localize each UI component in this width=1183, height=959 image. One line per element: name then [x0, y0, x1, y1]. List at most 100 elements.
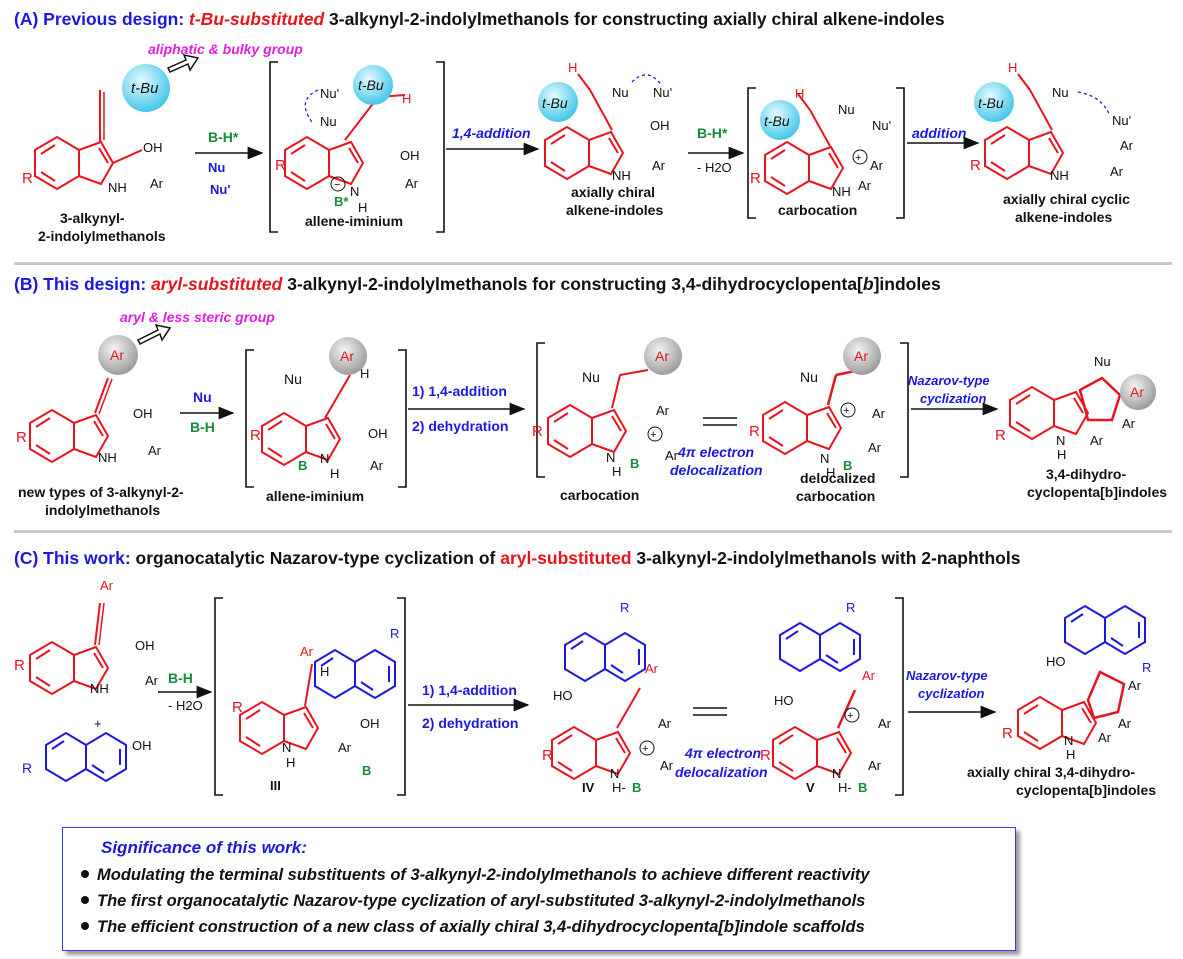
tbu-label: t-Bu — [978, 95, 1004, 111]
deloc-c1: 4π electron — [684, 745, 761, 761]
svg-text:R: R — [970, 157, 981, 174]
svg-text:N: N — [820, 451, 829, 466]
deloc-b2: delocalization — [670, 462, 763, 478]
indole-ring — [1009, 386, 1089, 440]
section-b-rest-1: 3-alkynyl-2-indolylmethanols for constru… — [282, 274, 863, 294]
svg-text:OH: OH — [368, 426, 388, 441]
plus-c: + — [94, 716, 102, 731]
svg-text:N: N — [1064, 733, 1073, 748]
nu-a5: Nu — [1052, 85, 1069, 100]
step-c1a: 1) 1,4-addition — [422, 682, 517, 698]
tbu-label: t-Bu — [542, 95, 568, 111]
step-c1b: 2) dehydration — [422, 715, 518, 731]
svg-text:OH: OH — [400, 148, 420, 163]
svg-text:OH: OH — [650, 118, 670, 133]
svg-text:Ar: Ar — [858, 178, 872, 193]
prod-a1-label-2: alkene-indoles — [566, 202, 663, 218]
cat-a2: B-H* — [697, 125, 728, 141]
svg-text:B: B — [858, 780, 867, 795]
svg-text:N: N — [606, 450, 615, 465]
step-b2b: cyclization — [920, 391, 987, 406]
svg-text:HO: HO — [553, 688, 573, 703]
significance-item-text: The first organocatalytic Nazarov-type c… — [97, 892, 866, 910]
section-c-scheme: R Ar OH Ar NH + R OH B-H - H2O R Ar H R … — [14, 578, 1156, 798]
svg-text:Ar: Ar — [1110, 164, 1124, 179]
svg-text:Ar: Ar — [148, 443, 162, 458]
svg-text:Ar: Ar — [100, 578, 114, 593]
svg-text:N: N — [282, 740, 291, 755]
step-b2a: Nazarov-type — [908, 373, 990, 388]
tbu-ball — [760, 100, 800, 140]
svg-text:R: R — [390, 626, 399, 641]
ar-ball — [644, 337, 682, 375]
divider-1 — [14, 262, 1172, 265]
svg-text:R: R — [1142, 660, 1151, 675]
section-b-scheme: R Ar aryl & less steric group OH Ar NH n… — [16, 309, 1167, 518]
svg-text:H: H — [1057, 447, 1066, 462]
svg-text:Ar: Ar — [862, 668, 876, 683]
callout-arrow-icon — [136, 323, 172, 346]
nu-b1: Nu — [193, 389, 212, 405]
svg-text:Ar: Ar — [658, 716, 672, 731]
significance-item: The efficient construction of a new clas… — [81, 914, 870, 940]
svg-text:R: R — [750, 170, 761, 187]
svg-text:NH: NH — [1050, 168, 1069, 183]
svg-text:Ar: Ar — [656, 403, 670, 418]
significance-list: Modulating the terminal substituents of … — [81, 862, 870, 940]
svg-text:+: + — [642, 743, 648, 755]
prod-a2-label-2: alkene-indoles — [1015, 209, 1112, 225]
water-a: - H2O — [697, 160, 732, 175]
nu-b2: Nu — [284, 371, 302, 387]
section-c-mid: organocatalytic Nazarov-type cyclization… — [135, 548, 501, 568]
nu-a4: Nu — [838, 102, 855, 117]
int-b3-label-1: delocalized — [800, 470, 875, 486]
svg-text:Ar: Ar — [878, 716, 892, 731]
svg-text:H: H — [402, 91, 411, 106]
svg-text:Ar: Ar — [870, 158, 884, 173]
section-c-highlight: aryl-substituted — [500, 548, 632, 568]
svg-text:Ar: Ar — [645, 661, 659, 676]
svg-text:N: N — [610, 766, 619, 781]
ar-ball — [843, 337, 881, 375]
significance-item-text: The efficient construction of a new clas… — [97, 918, 865, 936]
ar-label: Ar — [1130, 384, 1144, 400]
cat-c1: B-H — [168, 670, 193, 686]
significance-box: Significance of this work: Modulating th… — [62, 827, 1016, 951]
svg-text:Ar: Ar — [1090, 433, 1104, 448]
svg-text:Ar: Ar — [300, 644, 314, 659]
svg-text:NH: NH — [108, 180, 127, 195]
sm-b-label-2: indolylmethanols — [45, 502, 160, 518]
int-a1-label: allene-iminium — [305, 213, 403, 229]
sm-a-label-2: 2-indolylmethanols — [38, 228, 166, 244]
svg-text:HO: HO — [1046, 654, 1066, 669]
svg-text:R: R — [16, 429, 27, 446]
indole-ring — [29, 409, 109, 463]
svg-text:R: R — [1002, 725, 1013, 742]
svg-text:Ar: Ar — [1120, 138, 1134, 153]
svg-text:HO: HO — [774, 693, 794, 708]
significance-item: The first organocatalytic Nazarov-type c… — [81, 888, 870, 914]
indole-ring — [1017, 696, 1097, 750]
svg-text:R: R — [232, 699, 243, 716]
indole-ring — [284, 136, 364, 190]
int-c-iii: III — [270, 778, 281, 793]
ar-ball — [329, 337, 367, 375]
svg-text:H-: H- — [838, 780, 852, 795]
nuprime-a5: Nu' — [1112, 113, 1131, 128]
indole-ring — [239, 701, 319, 755]
cat-a1: B-H* — [208, 129, 239, 145]
naphthol-ring — [1064, 605, 1146, 655]
prod-c-label-2: cyclopenta[b]indoles — [1016, 782, 1156, 798]
svg-text:N: N — [320, 451, 329, 466]
nuprime-a3: Nu' — [653, 85, 672, 100]
cat-b1: B-H — [190, 419, 215, 435]
svg-text:H: H — [568, 60, 577, 75]
int-c-v: V — [806, 780, 815, 795]
prod-a2-label-1: axially chiral cyclic — [1003, 191, 1130, 207]
svg-text:N: N — [350, 184, 359, 199]
svg-text:+: + — [843, 405, 849, 417]
svg-text:−: − — [334, 179, 340, 191]
int-b2-label: carbocation — [560, 487, 639, 503]
svg-text:H: H — [286, 755, 295, 770]
nu-a1: Nu — [208, 160, 225, 175]
